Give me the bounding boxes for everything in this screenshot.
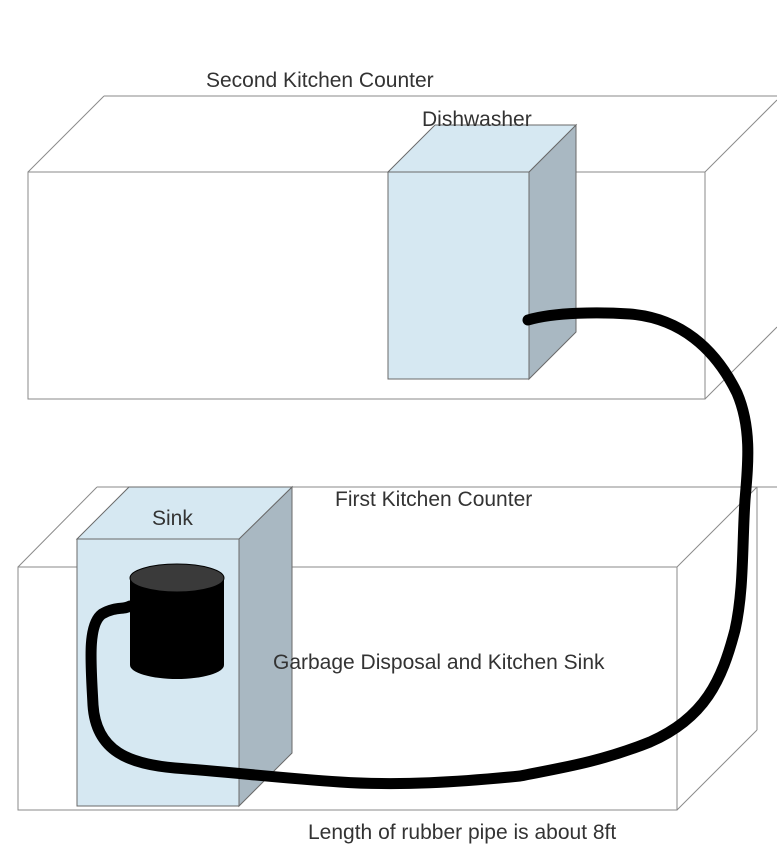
rubber-pipe [85, 307, 754, 790]
second-counter-box [27, 95, 777, 400]
garbage-disposal-label: Garbage Disposal and Kitchen Sink [273, 651, 605, 674]
first-counter-label: First Kitchen Counter [335, 488, 533, 511]
second-counter-label: Second Kitchen Counter [206, 69, 434, 92]
garbage-disposal [129, 563, 225, 679]
sink-label: Sink [152, 507, 193, 530]
dishwasher-box [386, 123, 578, 381]
dishwasher-label: Dishwasher [422, 108, 532, 131]
pipe-length-caption: Length of rubber pipe is about 8ft [308, 821, 617, 844]
